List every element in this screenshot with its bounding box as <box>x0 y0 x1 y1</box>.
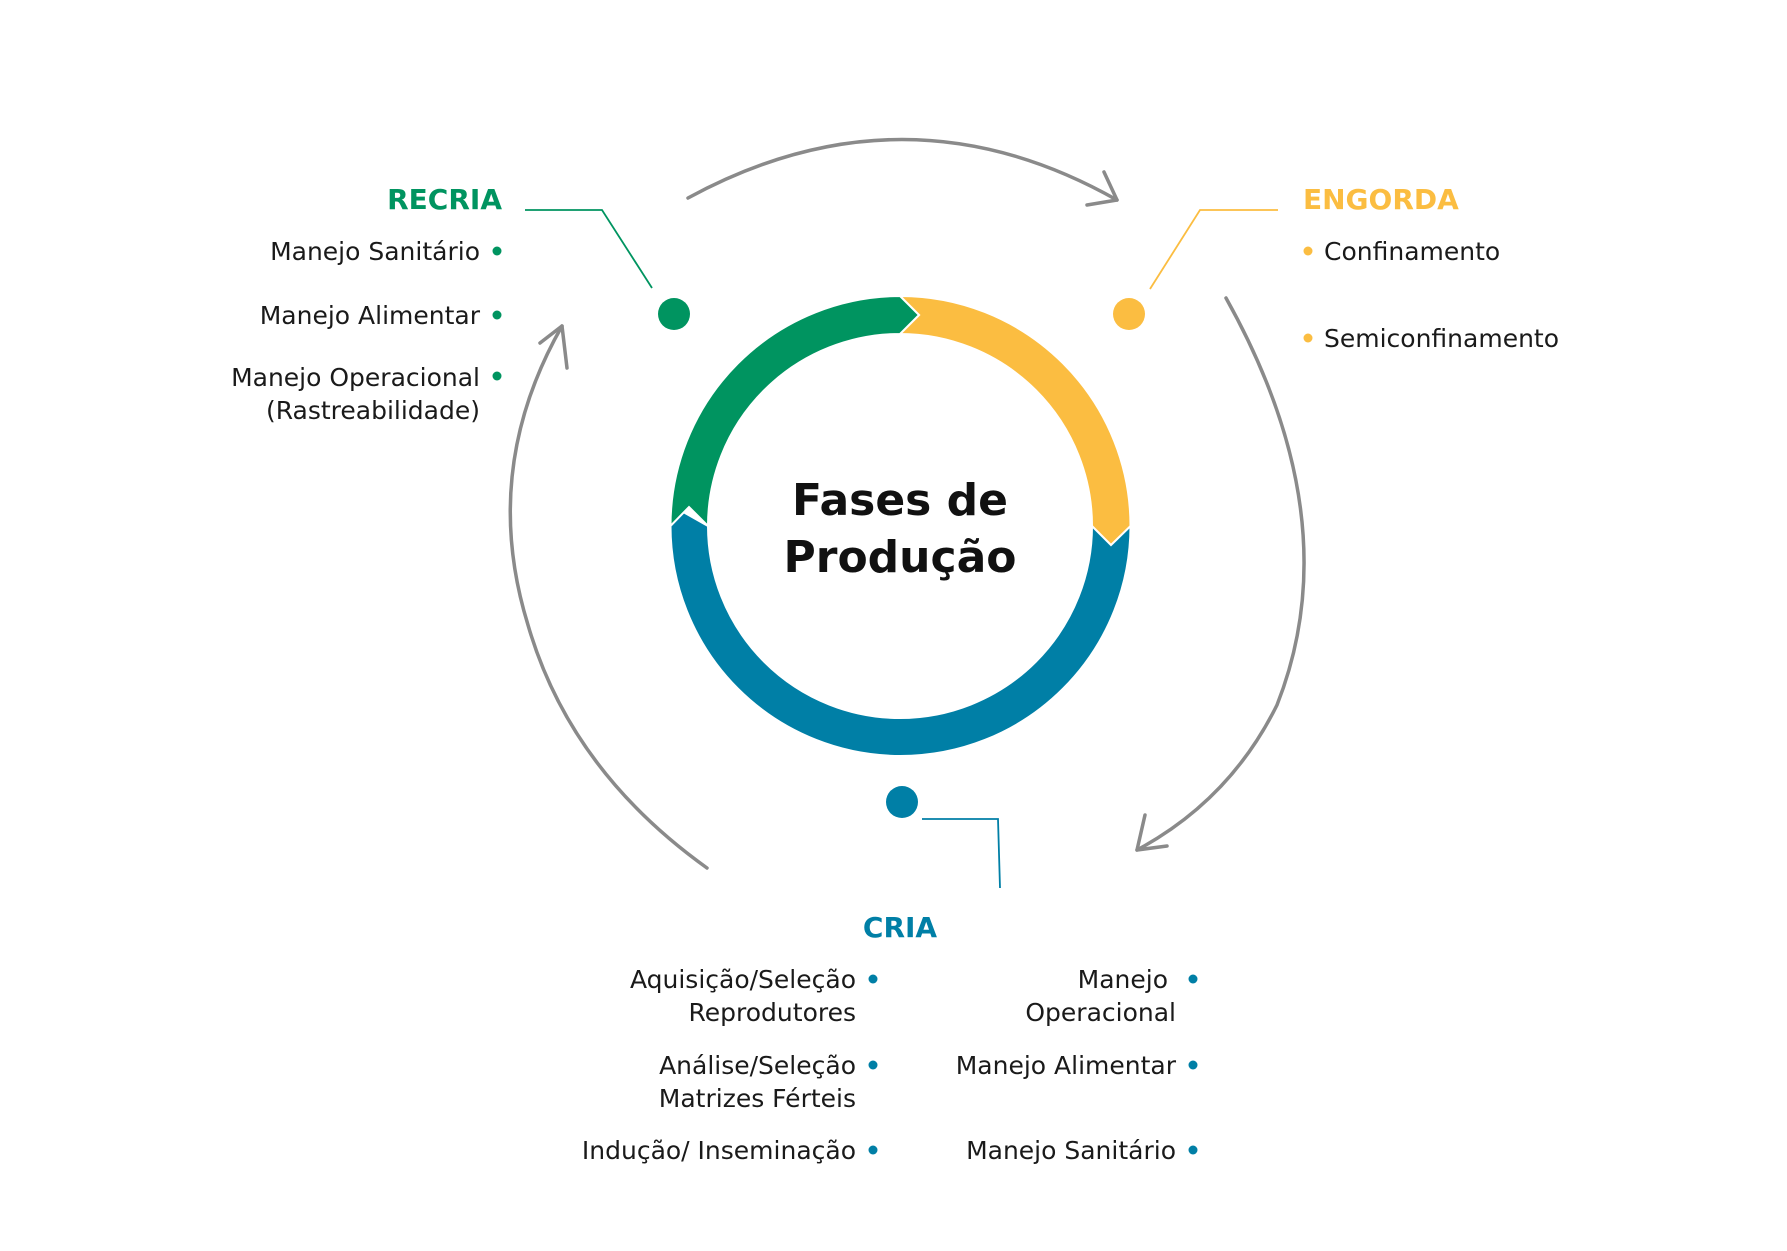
cria-right-bullet-3-icon <box>1188 1145 1198 1155</box>
recria-dot-icon <box>658 298 690 330</box>
cria-marker <box>886 786 1001 889</box>
ring-segment-recria <box>669 294 921 529</box>
recria-marker <box>525 209 690 330</box>
recria-title: RECRIA <box>387 183 502 216</box>
recria-item-2: Manejo Alimentar <box>260 301 481 330</box>
cria-right-bullet-1-icon <box>1188 974 1198 984</box>
recria-bullet-1-icon <box>492 246 502 256</box>
recria-leader-line <box>525 209 653 289</box>
recria-item-1: Manejo Sanitário <box>270 237 480 266</box>
center-title-line2: Produção <box>784 532 1017 583</box>
cria-dot-icon <box>886 786 918 818</box>
cria-left-bullet-2-icon <box>868 1060 878 1070</box>
arrow-head-left-icon <box>538 324 569 370</box>
engorda-bullet-2-icon <box>1303 333 1313 343</box>
ring-segment-engorda <box>897 294 1132 547</box>
arrow-engorda-to-cria <box>1135 296 1306 852</box>
engorda-title: ENGORDA <box>1303 183 1459 216</box>
engorda-block: ENGORDA Confinamento Semiconfinamento <box>1303 183 1559 353</box>
arrow-head-right-icon <box>1135 813 1169 852</box>
cria-title: CRIA <box>863 911 938 944</box>
cycle-arrows <box>508 137 1306 870</box>
cria-left-bullet-1-icon <box>868 974 878 984</box>
recria-bullet-2-icon <box>492 310 502 320</box>
cria-left-item-1: Aquisição/Seleção <box>630 965 856 994</box>
phase-ring <box>669 294 1132 757</box>
engorda-leader-line <box>1149 209 1278 290</box>
cria-right-item-3: Manejo Sanitário <box>966 1136 1176 1165</box>
arrow-recria-to-engorda <box>686 137 1119 202</box>
recria-bullet-3-icon <box>492 371 502 381</box>
engorda-item-1: Confinamento <box>1324 237 1500 266</box>
engorda-marker <box>1113 209 1278 330</box>
center-title-line1: Fases de <box>792 475 1008 526</box>
recria-item-3: Manejo Operacional <box>231 363 480 392</box>
cria-leader-line <box>922 818 1001 889</box>
recria-item-3-line2: (Rastreabilidade) <box>266 396 480 425</box>
engorda-dot-icon <box>1113 298 1145 330</box>
cria-left-item-2: Análise/Seleção <box>659 1051 856 1080</box>
cria-right-item-2: Manejo Alimentar <box>956 1051 1177 1080</box>
cria-left-item-2-line2: Matrizes Férteis <box>659 1084 856 1113</box>
arrow-cria-to-recria <box>508 324 709 870</box>
cria-right-bullet-2-icon <box>1188 1060 1198 1070</box>
arrow-head-top-icon <box>1085 170 1119 207</box>
engorda-item-2: Semiconfinamento <box>1324 324 1559 353</box>
engorda-bullet-1-icon <box>1303 246 1313 256</box>
cria-left-bullet-3-icon <box>868 1145 878 1155</box>
cria-right-item-1-line2: Operacional <box>1025 998 1176 1027</box>
ring-segment-cria <box>669 503 1132 757</box>
cria-right-item-1: Manejo <box>1078 965 1168 994</box>
recria-block: RECRIA Manejo Sanitário Manejo Alimentar… <box>231 183 502 425</box>
cria-left-item-1-line2: Reprodutores <box>689 998 856 1027</box>
cria-left-item-3: Indução/ Inseminação <box>582 1136 856 1165</box>
cria-block: CRIA Aquisição/Seleção Reprodutores Anál… <box>582 911 1198 1165</box>
